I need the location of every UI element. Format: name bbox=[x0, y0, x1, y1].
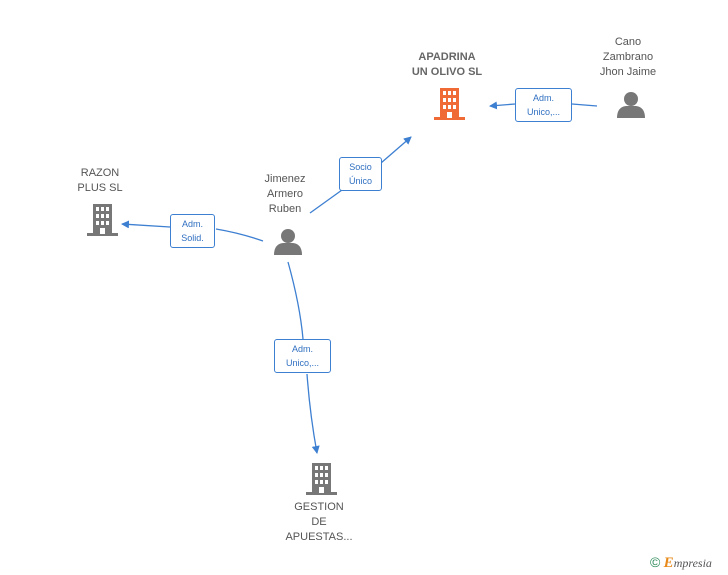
node-label-razon[interactable]: RAZON PLUS SL bbox=[77, 167, 123, 194]
building-icon-gestion bbox=[306, 463, 337, 495]
footer-brand: © Empresia bbox=[650, 554, 712, 572]
edge-label-socio-unico[interactable]: Socio Único bbox=[339, 157, 382, 191]
edge-line-adm-unico-cano bbox=[490, 104, 598, 106]
empresia-logo: Empresia bbox=[663, 555, 712, 571]
edge-label-adm-unico-cano[interactable]: Adm. Unico,... bbox=[515, 88, 572, 122]
building-icon-apadrina bbox=[434, 88, 465, 120]
node-label-jimenez[interactable]: Jimenez Armero Ruben bbox=[264, 173, 306, 215]
person-icon-jimenez bbox=[274, 229, 302, 255]
edge-line-socio-unico bbox=[309, 137, 411, 214]
node-label-cano[interactable]: Cano Zambrano Jhon Jaime bbox=[599, 36, 657, 78]
copyright-symbol: © bbox=[650, 554, 661, 570]
person-icon-cano bbox=[617, 92, 645, 118]
edge-label-adm-solid[interactable]: Adm. Solid. bbox=[170, 214, 215, 248]
edge-line-adm-unico-gestion bbox=[287, 261, 317, 453]
node-label-gestion[interactable]: GESTION DE APUESTAS... bbox=[285, 501, 353, 543]
node-label-apadrina[interactable]: APADRINA UN OLIVO SL bbox=[411, 51, 483, 78]
edge-label-adm-unico-gestion[interactable]: Adm. Unico,... bbox=[274, 339, 331, 373]
edge-line-adm-solid bbox=[122, 224, 264, 242]
building-icon-razon bbox=[87, 204, 118, 236]
